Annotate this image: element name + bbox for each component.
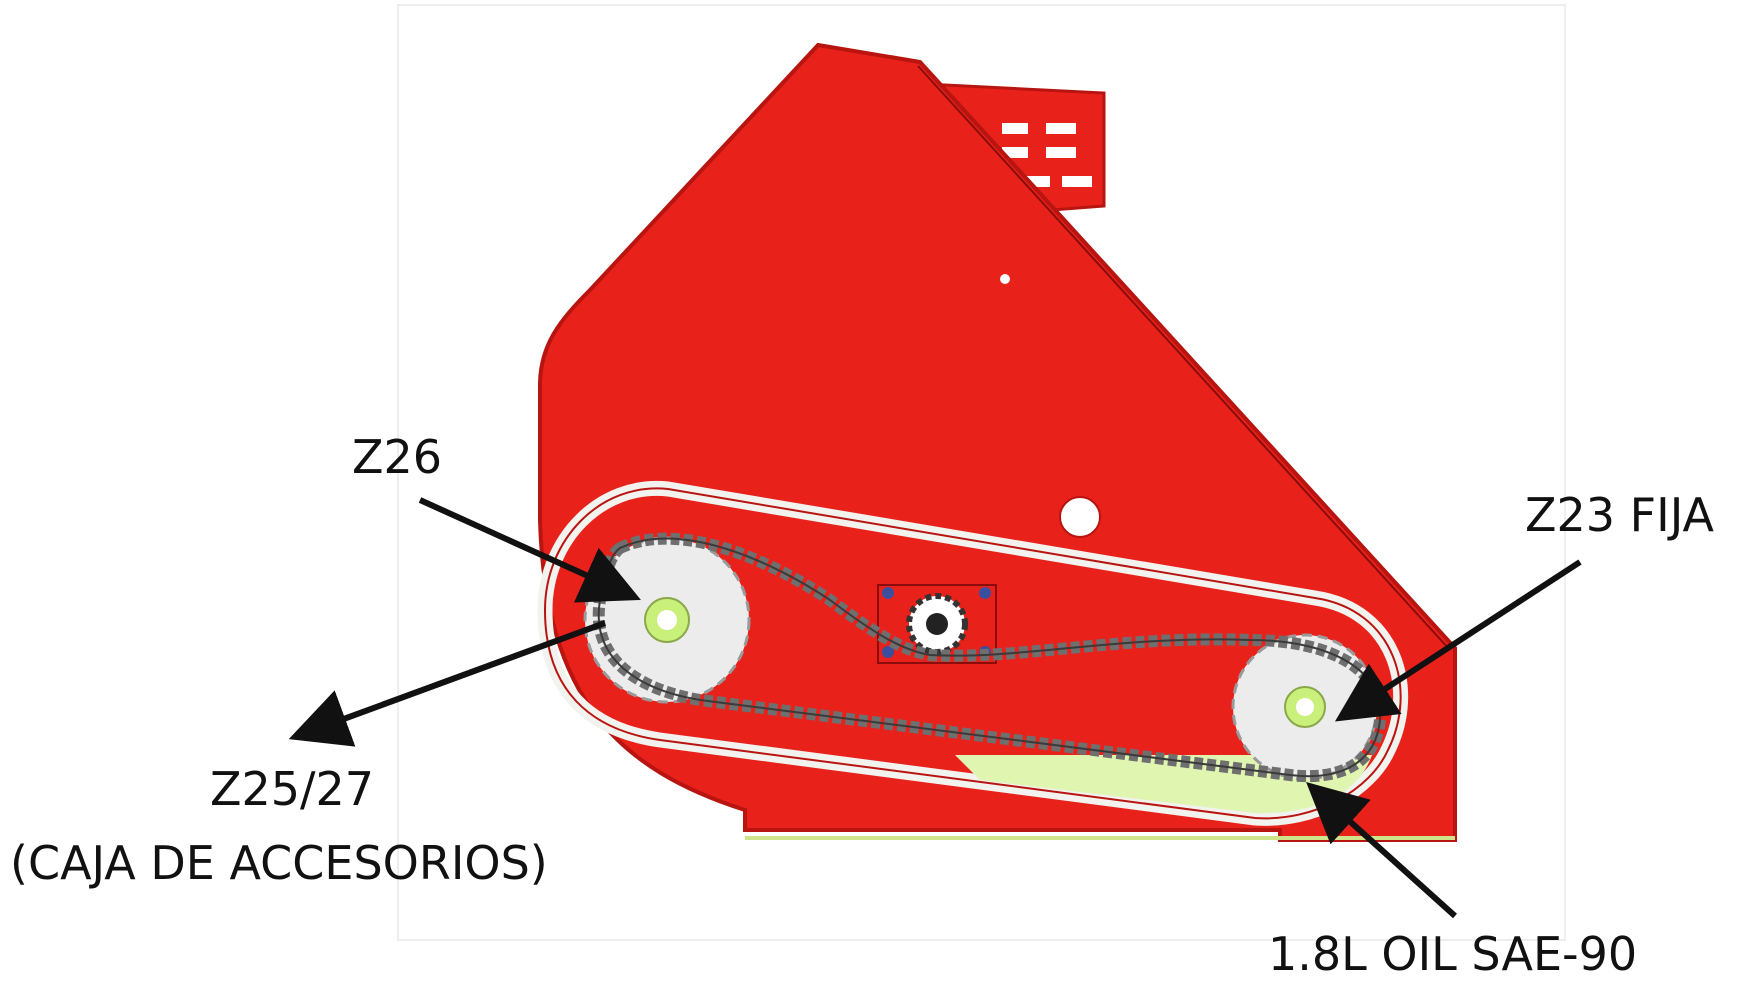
bracket-slot (1046, 123, 1076, 134)
label-oil-capacity: 1.8L OIL SAE-90 (1268, 927, 1638, 981)
bracket-slot (1062, 176, 1092, 187)
mounting-hole (1000, 274, 1010, 284)
housing-edge-line (917, 65, 1451, 651)
label-caja-text: (CAJA DE ACCESORIOS (10, 836, 530, 890)
arrow-z2527 (288, 620, 607, 747)
bracket-slot (1024, 176, 1050, 187)
tensioner-bolt (979, 587, 991, 599)
tensioner-bolt (882, 646, 894, 658)
label-z26: Z26 (352, 430, 443, 484)
arrow-oil (1306, 781, 1458, 919)
roller-chain-inner (597, 537, 1382, 778)
sprocket-z26-bore (657, 610, 677, 630)
tensioner-bolt (882, 587, 894, 599)
arrow-z23 (1334, 559, 1582, 722)
bracket-slot (1046, 147, 1076, 158)
bracket-slot (1002, 123, 1028, 134)
bracket-slot (1002, 147, 1028, 158)
mounting-hole (1059, 496, 1101, 538)
label-z23-fija: Z23 FIJA (1525, 488, 1714, 542)
arrow-z26 (418, 497, 641, 603)
sprocket-z23-bore (1296, 698, 1314, 716)
tensioner-sprocket-hub (926, 613, 948, 635)
label-z25-27: Z25/27 (210, 762, 375, 816)
drawing-frame (397, 4, 1566, 941)
label-caja-close-paren: ) (529, 836, 548, 890)
label-caja-de-accesorios: (CAJA DE ACCESORIOS) (10, 840, 548, 886)
